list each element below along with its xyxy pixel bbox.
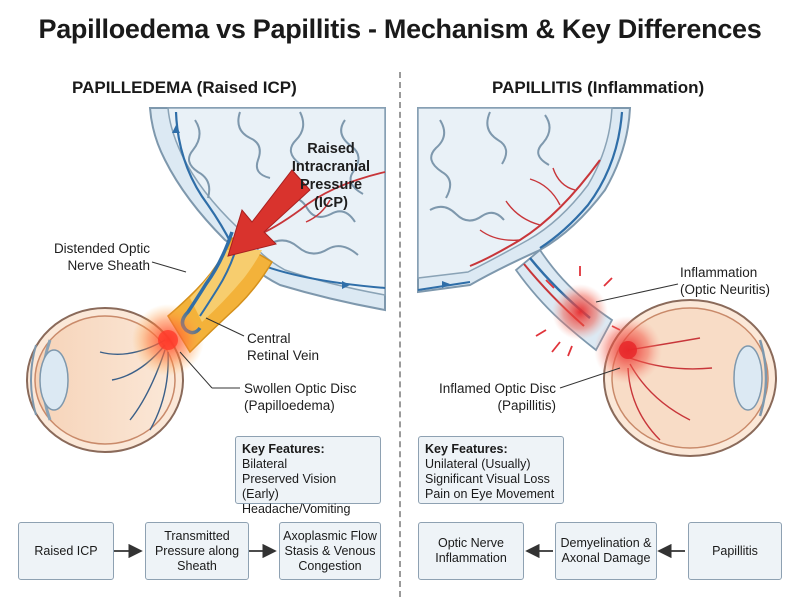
inflammation-label: Inflammation (Optic Neuritis) <box>680 265 771 297</box>
panel-divider <box>399 72 401 597</box>
raised-icp-arrow <box>227 169 311 257</box>
flow-axoplasmic-stasis: Axoplasmic Flow Stasis & Venous Congesti… <box>279 522 381 580</box>
right-eyeball <box>594 299 777 457</box>
left-key-features: Key Features: Bilateral Preserved Vision… <box>235 436 381 516</box>
page-title: Papilloedema vs Papillitis - Mechanism &… <box>38 14 762 44</box>
inflamed-disc-label: Inflamed Optic Disc (Papillitis) <box>438 381 556 413</box>
central-retinal-vein-label: Central Retinal Vein <box>247 331 320 363</box>
right-key-features: Key Features: Unilateral (Usually) Signi… <box>418 436 564 504</box>
flow-papillitis: Papillitis <box>688 522 782 580</box>
swollen-disc-label: Swollen Optic Disc (Papilloedema) <box>244 381 357 413</box>
flow-demyelination: Demyelination & Axonal Damage <box>555 522 657 580</box>
raised-icp-label: Raised Intracranial Pressure (ICP) <box>291 141 371 211</box>
right-brain <box>417 107 632 294</box>
distended-sheath-label: Distended Optic Nerve Sheath <box>53 241 150 273</box>
flow-raised-icp: Raised ICP <box>18 522 114 580</box>
papilledema-heading: PAPILLEDEMA (Raised ICP) <box>72 78 297 97</box>
flow-optic-nerve-inflammation: Optic Nerve Inflammation <box>418 522 524 580</box>
left-eyeball <box>26 304 204 453</box>
flow-transmitted-pressure: Transmitted Pressure along Sheath <box>145 522 249 580</box>
papillitis-heading: PAPILLITIS (Inflammation) <box>492 78 705 97</box>
right-optic-nerve <box>514 248 621 357</box>
